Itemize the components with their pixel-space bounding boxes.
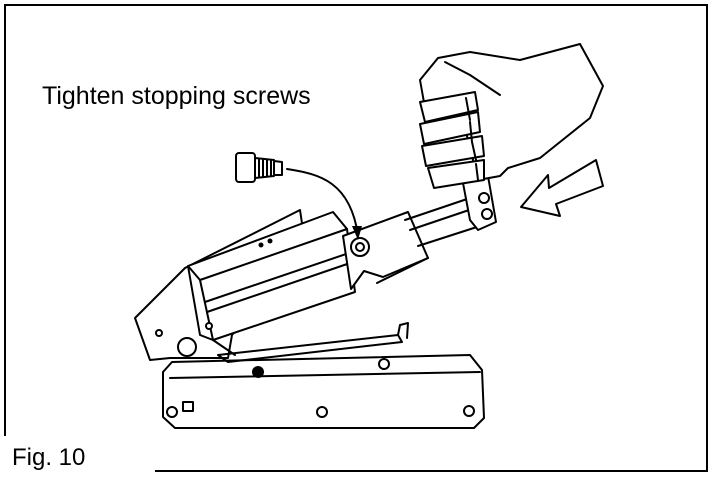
slider-foot — [212, 339, 236, 356]
guide-rail — [409, 207, 476, 231]
leader-arrowhead — [352, 226, 362, 240]
callout-text: Tighten stopping screws — [42, 82, 311, 110]
base-square-hole — [182, 401, 194, 412]
slider-groove — [204, 251, 353, 303]
base-screw — [463, 405, 475, 417]
end-plate — [462, 175, 497, 231]
carriage-edge — [376, 257, 429, 284]
figure-label: Fig. 10 — [12, 444, 86, 471]
end-plate-screw — [478, 192, 490, 204]
slider-hole — [205, 322, 213, 330]
slider-block — [187, 211, 356, 341]
guide-rail — [417, 225, 481, 247]
end-plate-screw — [481, 208, 493, 220]
slider-dot — [258, 242, 264, 248]
figure-label-box: Fig. 10 — [4, 436, 155, 477]
guide-rail — [404, 197, 471, 221]
bracket-hole — [155, 329, 163, 337]
slider-dot — [267, 238, 273, 244]
leader-line — [286, 168, 359, 236]
base-screw — [166, 406, 178, 418]
arrow-icon — [520, 159, 604, 217]
base-hole-black — [252, 366, 264, 378]
base-edge-line — [169, 371, 481, 379]
stopping-screw-head — [355, 242, 365, 252]
base-screw — [378, 358, 390, 370]
screw-icon — [235, 152, 283, 183]
base-screw — [316, 406, 328, 418]
lever-tip — [397, 322, 409, 339]
slider-groove — [206, 261, 354, 313]
hand-icon — [419, 43, 604, 189]
bracket-round-hole — [177, 337, 197, 357]
carriage — [342, 211, 429, 290]
slider-top-edge — [199, 228, 348, 281]
lever-rod — [217, 334, 403, 363]
